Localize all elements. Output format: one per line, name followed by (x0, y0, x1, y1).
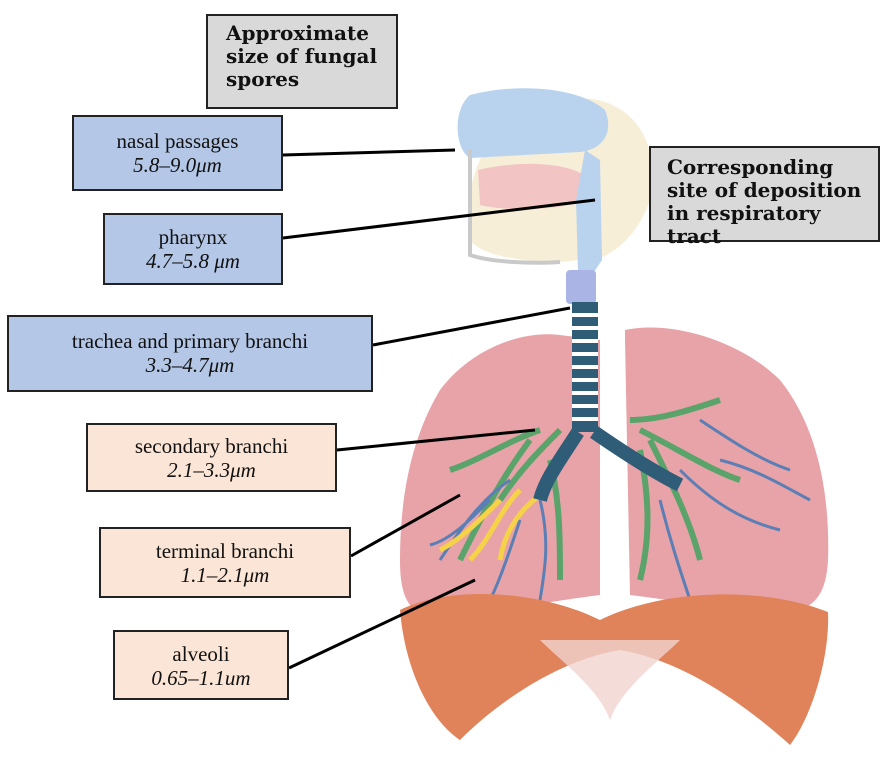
header-left-line-1: Approximate (226, 22, 396, 45)
label-alveoli: alveoli 0.65–1.1um (113, 630, 289, 700)
label-pharynx: pharynx 4.7–5.8 μm (103, 213, 283, 285)
label-name: terminal branchi (101, 539, 349, 563)
label-secondary-branchi: secondary branchi 2.1–3.3μm (86, 423, 337, 492)
label-name: secondary branchi (88, 434, 335, 458)
header-left-line-3: spores (226, 68, 396, 91)
label-name: trachea and primary branchi (9, 329, 371, 353)
label-size: 5.8–9.0μm (74, 153, 281, 177)
label-size: 4.7–5.8 μm (105, 249, 281, 273)
label-name: nasal passages (74, 129, 281, 153)
head-region (458, 88, 653, 304)
label-name: alveoli (115, 642, 287, 666)
header-right: Corresponding site of deposition in resp… (649, 146, 880, 242)
nasal-cavity (458, 88, 609, 158)
label-nasal-passages: nasal passages 5.8–9.0μm (72, 115, 283, 191)
header-left: Approximate size of fungal spores (206, 14, 398, 109)
label-name: pharynx (105, 225, 281, 249)
header-right-line-3: in respiratory tract (667, 202, 878, 248)
larynx (566, 270, 596, 304)
label-size: 3.3–4.7μm (9, 353, 371, 377)
label-trachea: trachea and primary branchi 3.3–4.7μm (7, 315, 373, 392)
label-terminal-branchi: terminal branchi 1.1–2.1μm (99, 527, 351, 598)
label-size: 1.1–2.1μm (101, 563, 349, 587)
pointer-nasal (283, 150, 455, 155)
label-size: 2.1–3.3μm (88, 458, 335, 482)
header-left-line-2: size of fungal (226, 45, 396, 68)
header-right-line-1: Corresponding (667, 156, 878, 179)
label-size: 0.65–1.1um (115, 666, 287, 690)
header-right-line-2: site of deposition (667, 179, 878, 202)
left-lung (400, 334, 600, 620)
